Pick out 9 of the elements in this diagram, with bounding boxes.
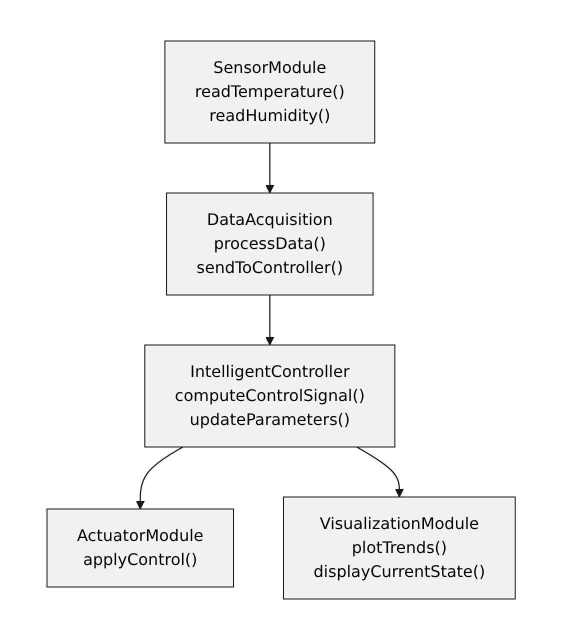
arrow (265, 143, 274, 194)
node-box: DataAcquisition processData() sendToController() (166, 192, 374, 296)
arrow (356, 446, 404, 498)
node-box: SensorModule readTemperature() readHumidity() (164, 40, 376, 144)
arrow (265, 295, 274, 346)
node-box: IntelligentController computeControlSignal() updateParameters() (144, 344, 396, 448)
arrow (136, 446, 184, 510)
node-box: ActuatorModule applyControl() (46, 508, 234, 588)
node-box: VisualizationModule plotTrends() displayCurrentState() (282, 496, 516, 600)
